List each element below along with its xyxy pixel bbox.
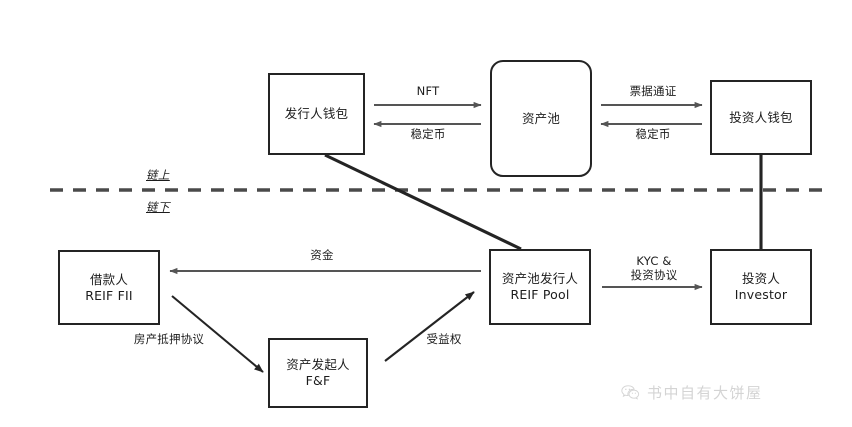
connector-issuer-wallet-to-pool-issuer (324, 153, 522, 251)
node-pool-issuer-label: 资产池发行人 (501, 271, 579, 286)
arrow-beneficial-right (384, 291, 475, 362)
node-issuer-wallet-label: 发行人钱包 (284, 106, 349, 121)
node-investor-wallet-label: 投资人钱包 (729, 109, 793, 125)
node-issuer-wallet[interactable]: 发行人钱包 (268, 73, 365, 155)
edge-label-beneficial-right: 受益权 (426, 332, 462, 346)
node-investor-wallet[interactable]: 投资人钱包 (710, 80, 812, 155)
node-pool-issuer-sublabel: REIF Pool (510, 287, 570, 302)
node-investor[interactable]: 投资人 Investor (710, 249, 812, 325)
edge-label-kyc-investment: KYC & 投资协议 (630, 254, 678, 283)
node-asset-originator[interactable]: 资产发起人 F&F (268, 338, 368, 408)
node-asset-originator-label: 资产发起人 (286, 357, 350, 372)
divider-label-off-chain: 链下 (146, 200, 170, 214)
edge-label-nft: NFT (416, 84, 440, 98)
arrow-mortgage-agreement (171, 295, 264, 373)
wechat-icon (620, 383, 640, 403)
node-borrower[interactable]: 借款人 REIF FII (58, 250, 160, 325)
node-pool-issuer[interactable]: 资产池发行人 REIF Pool (489, 249, 591, 325)
edge-label-stablecoin-left: 稳定币 (410, 127, 446, 141)
node-asset-originator-sublabel: F&F (305, 373, 331, 388)
edge-label-funds: 资金 (310, 248, 334, 262)
node-asset-pool-label: 资产池 (521, 110, 561, 126)
edge-label-stablecoin-right: 稳定币 (635, 127, 671, 141)
edge-label-note-token: 票据通证 (629, 84, 677, 98)
node-asset-pool[interactable]: 资产池 (490, 60, 592, 177)
node-borrower-label: 借款人 (89, 271, 129, 287)
watermark-text: 书中自有大饼屋 (647, 384, 763, 402)
watermark: 书中自有大饼屋 (620, 382, 763, 403)
edge-label-mortgage-agreement: 房产抵押协议 (133, 332, 205, 346)
node-investor-sublabel: Investor (734, 287, 788, 302)
divider-label-on-chain: 链上 (146, 168, 170, 182)
node-investor-label: 投资人 (741, 271, 781, 286)
node-borrower-sublabel: REIF FII (85, 287, 133, 303)
